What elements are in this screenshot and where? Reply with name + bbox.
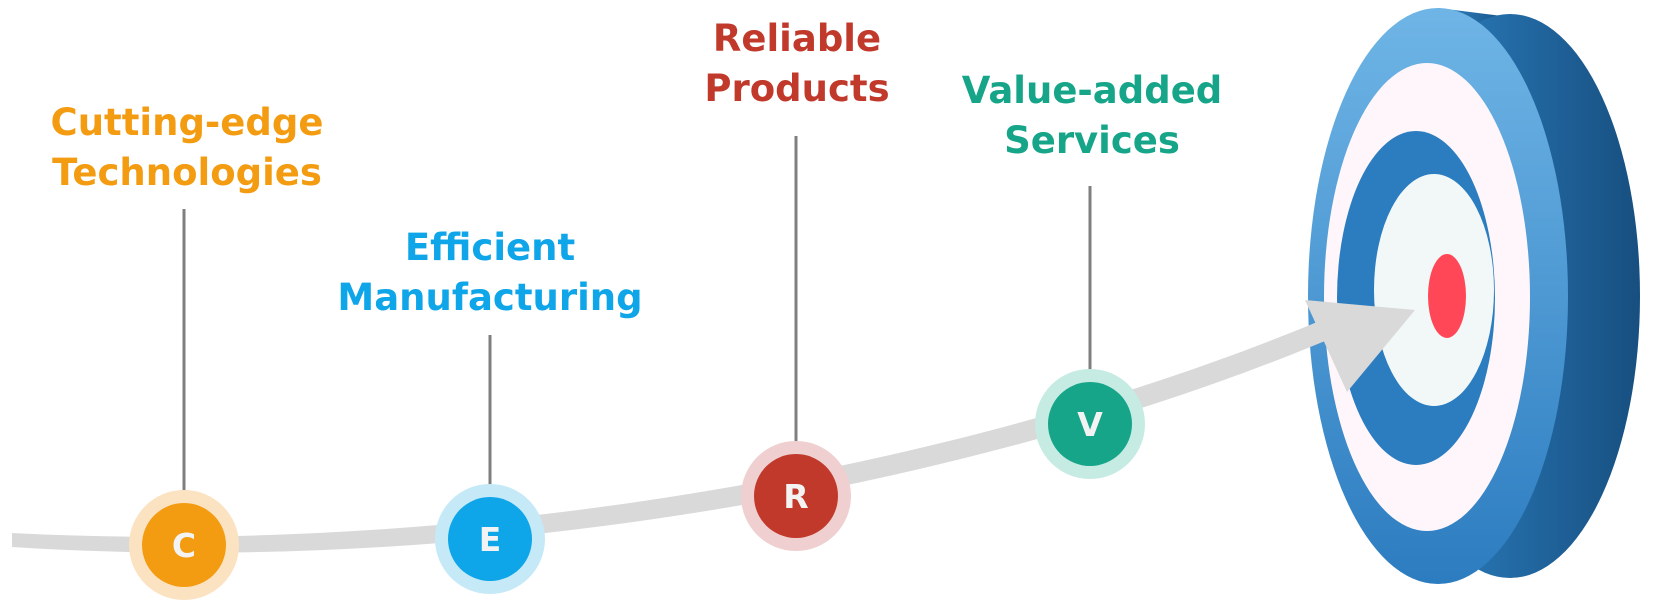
arrow-icon <box>12 300 1415 553</box>
milestone-label-line1: Value-added <box>961 69 1223 112</box>
milestone-label-line1: Efficient <box>404 226 576 269</box>
target-icon <box>1308 8 1640 584</box>
node-circle-r <box>754 454 838 538</box>
milestone-label-line1: Cutting-edge <box>50 101 324 144</box>
node-letter-r: R <box>783 477 808 516</box>
milestone-label-line1: Reliable <box>712 17 882 60</box>
node-letter-e: E <box>479 520 502 559</box>
node-letter-c: C <box>172 526 196 565</box>
milestone-label-line2: Products <box>704 67 890 110</box>
milestone-label-line2: Technologies <box>52 151 322 194</box>
milestone-label-line2: Services <box>1004 119 1180 162</box>
node-circle-e <box>448 497 532 581</box>
node-circle-v <box>1048 382 1132 466</box>
milestone-label-line2: Manufacturing <box>337 276 643 319</box>
node-circle-c <box>142 503 226 587</box>
node-letter-v: V <box>1077 405 1103 444</box>
